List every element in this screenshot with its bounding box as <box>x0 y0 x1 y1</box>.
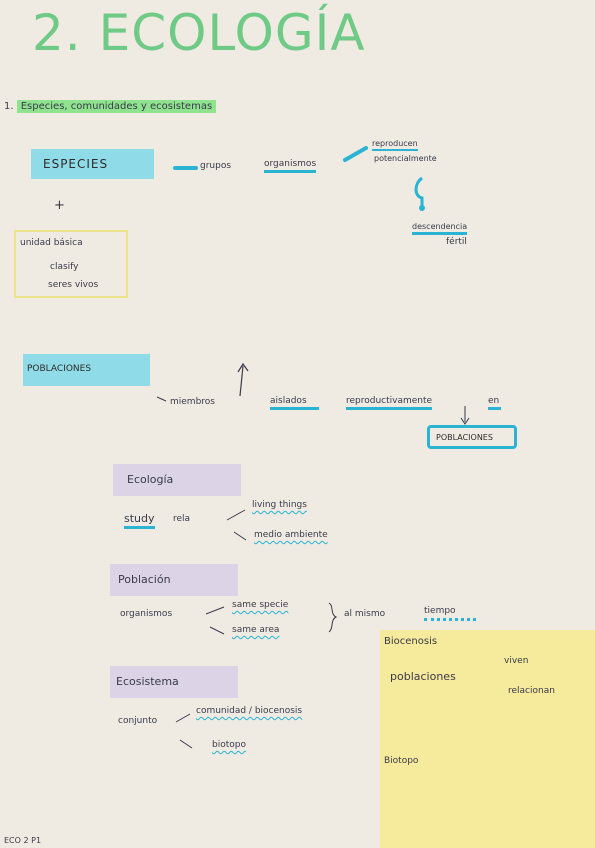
ecologia-box: Ecología <box>113 464 241 496</box>
biocenosis-poblaciones-text: poblaciones <box>390 670 456 683</box>
especies-box: ESPECIES <box>31 149 154 179</box>
comunidad-text: comunidad / biocenosis <box>196 706 303 716</box>
miembros-text: miembros <box>170 397 215 407</box>
ecologia-label: Ecología <box>127 473 174 486</box>
poblaciones-result-label: POBLACIONES <box>436 433 493 442</box>
organismos-text: organismos <box>264 159 317 173</box>
clasify-text: clasify <box>50 262 79 272</box>
ecosistema-box: Ecosistema <box>110 666 238 698</box>
same-area-text: same area <box>232 625 280 635</box>
poblaciones-result-box: POBLACIONES <box>427 425 517 449</box>
potencialmente-text: potencialmente <box>374 154 437 163</box>
relacionan-text: relacionan <box>508 686 555 696</box>
section-heading-text: Especies, comunidades y ecosistemas <box>16 100 217 113</box>
descendencia-text: descendencia <box>412 222 468 235</box>
conjunto-text: conjunto <box>118 716 158 726</box>
rela-text: rela <box>173 514 191 524</box>
poblacion-organismos-text: organismos <box>120 609 173 619</box>
fertil-text: fértil <box>446 237 467 247</box>
plus-sign: + <box>54 198 65 213</box>
same-specie-text: same specie <box>232 600 289 610</box>
section-number: 1. <box>4 101 14 112</box>
study-text: study <box>124 512 155 529</box>
section-heading: 1. Especies, comunidades y ecosistemas <box>4 100 217 113</box>
page-title: 2. ECOLOGÍA <box>32 4 366 62</box>
biotopo-text: biotopo <box>212 740 246 750</box>
en-text: en <box>488 396 502 410</box>
biocenosis-heading: Biocenosis <box>384 636 438 647</box>
medio-ambiente-text: medio ambiente <box>254 530 328 540</box>
especies-label: ESPECIES <box>43 157 109 171</box>
reproductivamente-text: reproductivamente <box>346 396 433 410</box>
poblacion-label: Población <box>118 573 171 586</box>
biotopo-note-text: Biotopo <box>384 756 419 766</box>
poblaciones-label: POBLACIONES <box>27 364 92 374</box>
viven-text: viven <box>504 656 529 666</box>
unidad-basica-box: unidad básica clasify seres vivos <box>14 230 128 298</box>
al-mismo-text: al mismo <box>344 609 386 619</box>
grupos-text: grupos <box>200 161 232 171</box>
biocenosis-sticky-note: Biocenosis poblaciones viven relacionan … <box>380 630 595 848</box>
seres-vivos-text: seres vivos <box>48 280 99 290</box>
tiempo-text: tiempo <box>424 606 476 621</box>
unidad-basica-text: unidad básica <box>20 238 83 248</box>
footer-label: ECO 2 P1 <box>4 836 42 845</box>
aislados-text: aislados <box>270 396 319 410</box>
living-things-text: living things <box>252 500 307 510</box>
poblacion-box: Población <box>110 564 238 596</box>
poblaciones-box: POBLACIONES <box>23 354 150 386</box>
ecosistema-label: Ecosistema <box>116 675 179 688</box>
reproducen-text: reproducen <box>372 139 418 151</box>
